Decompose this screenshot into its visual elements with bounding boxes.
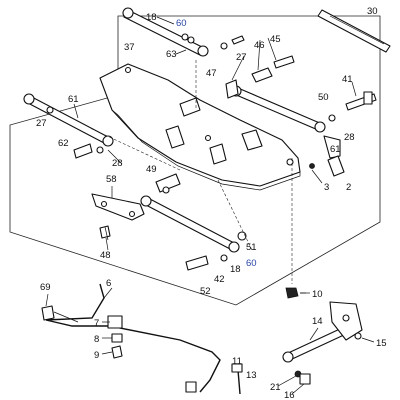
callout-11: 11 bbox=[232, 356, 242, 367]
label-leaders bbox=[45, 16, 375, 395]
stabilizer-link bbox=[185, 363, 243, 395]
plate-58 bbox=[91, 193, 145, 241]
callout-6: 6 bbox=[106, 278, 111, 289]
callout-18: 18 bbox=[146, 12, 157, 23]
lateral-rod-14 bbox=[282, 301, 363, 385]
callout-27: 27 bbox=[36, 118, 47, 129]
crossmember-37 bbox=[99, 63, 301, 191]
callout-48: 48 bbox=[100, 250, 111, 261]
callout-27: 27 bbox=[236, 52, 247, 63]
callout-62: 62 bbox=[58, 138, 69, 149]
callout-61: 61 bbox=[330, 144, 341, 155]
bracket-2 bbox=[309, 155, 345, 177]
lower-link-49 bbox=[155, 173, 181, 193]
right-trailing-arm bbox=[225, 55, 377, 159]
leader-lines bbox=[89, 60, 293, 284]
callout-16: 16 bbox=[284, 390, 295, 400]
callout-60: 60 bbox=[176, 18, 187, 29]
callout-63: 63 bbox=[166, 49, 177, 60]
callout-47: 47 bbox=[206, 68, 217, 79]
callout-37: 37 bbox=[124, 42, 135, 53]
callout-52: 52 bbox=[200, 286, 211, 297]
callout-50: 50 bbox=[318, 92, 329, 103]
callout-42: 42 bbox=[214, 274, 225, 285]
callout-9: 9 bbox=[94, 350, 99, 361]
callout-28: 28 bbox=[112, 158, 123, 169]
callout-45: 45 bbox=[270, 34, 281, 45]
bolt-10 bbox=[285, 287, 310, 299]
left-lateral-link bbox=[23, 93, 114, 159]
assembly-frame bbox=[9, 15, 381, 306]
callout-69: 69 bbox=[40, 282, 51, 293]
callout-61: 61 bbox=[68, 94, 79, 105]
callout-41: 41 bbox=[342, 74, 353, 85]
callout-18: 18 bbox=[230, 264, 241, 275]
callout-58: 58 bbox=[106, 174, 117, 185]
stabilizer-bar bbox=[41, 283, 221, 393]
callout-60: 60 bbox=[246, 258, 257, 269]
callout-51: 51 bbox=[246, 242, 257, 253]
callout-10: 10 bbox=[312, 289, 323, 300]
callout-28: 28 bbox=[344, 132, 355, 143]
callout-7: 7 bbox=[94, 318, 99, 329]
callout-labels: 18 60 30 37 63 46 45 27 47 41 61 27 50 2… bbox=[36, 6, 387, 400]
callout-2: 2 bbox=[346, 182, 351, 193]
callout-21: 21 bbox=[270, 382, 281, 393]
callout-13: 13 bbox=[246, 370, 257, 381]
lower-control-arm bbox=[140, 186, 247, 271]
callout-14: 14 bbox=[312, 316, 323, 327]
part-30-rod bbox=[317, 9, 391, 53]
callout-3: 3 bbox=[324, 182, 329, 193]
upper-control-arm bbox=[122, 7, 245, 57]
callout-30: 30 bbox=[367, 6, 378, 17]
callout-15: 15 bbox=[376, 338, 387, 349]
callout-49: 49 bbox=[146, 164, 157, 175]
callout-8: 8 bbox=[94, 334, 99, 345]
